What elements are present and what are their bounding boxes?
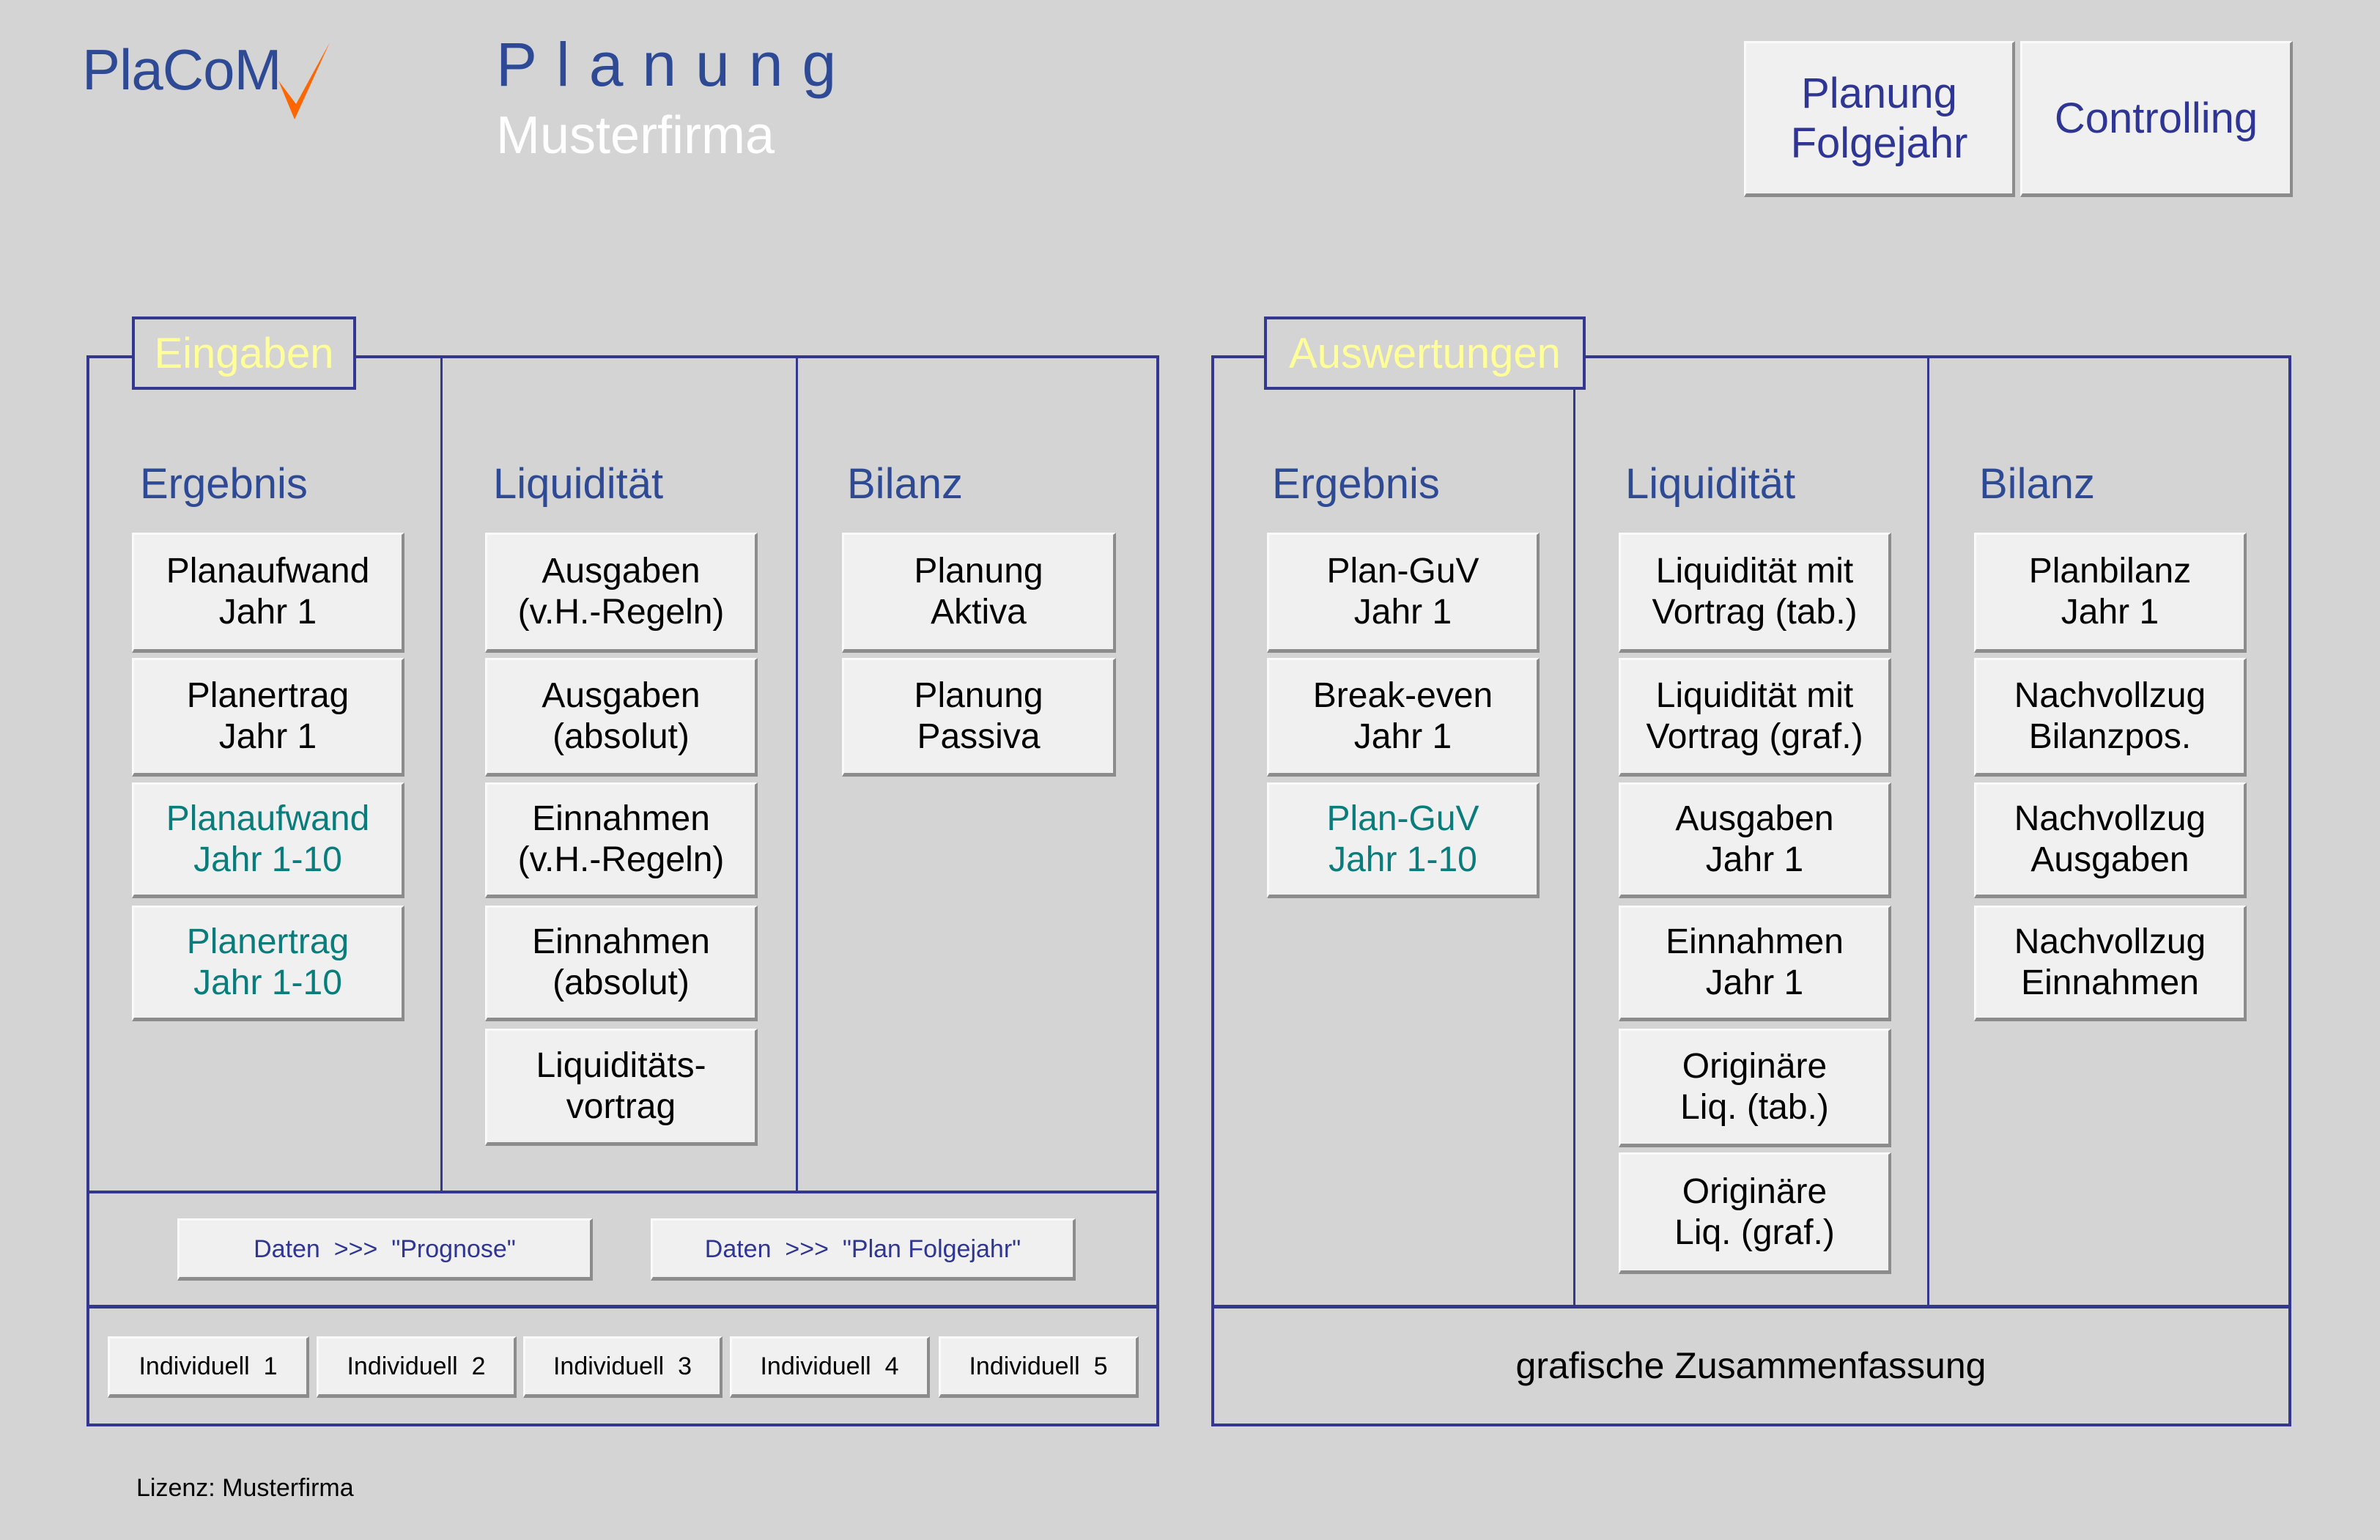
planaufwand-jahr1-button[interactable]: Planaufwand Jahr 1	[132, 533, 404, 653]
nachvollzug-bilanzpos-button[interactable]: Nachvollzug Bilanzpos.	[1974, 658, 2247, 777]
einnahmen-jahr1-button[interactable]: Einnahmen Jahr 1	[1619, 906, 1891, 1021]
company-name: Musterfirma	[496, 106, 775, 165]
controlling-button[interactable]: Controlling	[2020, 41, 2293, 197]
column-divider	[796, 355, 798, 1192]
row-divider	[1211, 1305, 2291, 1308]
liquiditaetsvortrag-button[interactable]: Liquiditäts- vortrag	[485, 1029, 758, 1146]
individuell-2-button[interactable]: Individuell 2	[317, 1336, 517, 1398]
individuell-5-button[interactable]: Individuell 5	[939, 1336, 1139, 1398]
row-divider	[86, 1191, 1159, 1193]
daten-plan-folgejahr-button[interactable]: Daten >>> "Plan Folgejahr"	[651, 1218, 1076, 1281]
originaere-liq-tab-button[interactable]: Originäre Liq. (tab.)	[1619, 1029, 1891, 1147]
frame-bottom	[1211, 1424, 2291, 1426]
eingaben-heading-liquiditaet: Liquidität	[493, 460, 664, 508]
einnahmen-absolut-button[interactable]: Einnahmen (absolut)	[485, 906, 758, 1021]
eingaben-heading-ergebnis: Ergebnis	[140, 460, 308, 508]
originaere-liq-graf-button[interactable]: Originäre Liq. (graf.)	[1619, 1152, 1891, 1274]
ausgaben-jahr1-button[interactable]: Ausgaben Jahr 1	[1619, 782, 1891, 898]
eingaben-label: Eingaben	[132, 316, 356, 390]
nachvollzug-ausgaben-button[interactable]: Nachvollzug Ausgaben	[1974, 782, 2247, 898]
liquiditaet-vortrag-graf-button[interactable]: Liquidität mit Vortrag (graf.)	[1619, 658, 1891, 777]
ausgaben-vh-regeln-button[interactable]: Ausgaben (v.H.-Regeln)	[485, 533, 758, 653]
frame-left	[1211, 355, 1214, 1426]
frame-top	[86, 355, 1159, 358]
frame-right	[1156, 355, 1159, 1426]
planung-folgejahr-button[interactable]: Planung Folgejahr	[1744, 41, 2015, 197]
checkmark-icon	[278, 42, 330, 119]
eingaben-heading-bilanz: Bilanz	[847, 460, 963, 508]
placom-logo: PlaCoM	[82, 37, 281, 102]
planaufwand-jahr1-10-button[interactable]: Planaufwand Jahr 1-10	[132, 782, 404, 898]
license-text: Lizenz: Musterfirma	[136, 1474, 354, 1502]
auswertungen-heading-bilanz: Bilanz	[1979, 460, 2095, 508]
planertrag-jahr1-button[interactable]: Planertrag Jahr 1	[132, 658, 404, 777]
auswertungen-heading-ergebnis: Ergebnis	[1272, 460, 1440, 508]
planung-passiva-button[interactable]: Planung Passiva	[842, 658, 1116, 777]
frame-top	[1211, 355, 2291, 358]
individuell-1-button[interactable]: Individuell 1	[108, 1336, 309, 1398]
frame-left	[86, 355, 89, 1426]
planung-aktiva-button[interactable]: Planung Aktiva	[842, 533, 1116, 653]
frame-bottom	[86, 1424, 1159, 1426]
auswertungen-heading-liquiditaet: Liquidität	[1625, 460, 1796, 508]
liquiditaet-vortrag-tab-button[interactable]: Liquidität mit Vortrag (tab.)	[1619, 533, 1891, 653]
ausgaben-absolut-button[interactable]: Ausgaben (absolut)	[485, 658, 758, 777]
individuell-3-button[interactable]: Individuell 3	[523, 1336, 722, 1398]
auswertungen-label: Auswertungen	[1264, 316, 1586, 390]
row-divider	[86, 1305, 1159, 1308]
planbilanz-jahr1-button[interactable]: Planbilanz Jahr 1	[1974, 533, 2247, 653]
planertrag-jahr1-10-button[interactable]: Planertrag Jahr 1-10	[132, 906, 404, 1021]
daten-prognose-button[interactable]: Daten >>> "Prognose"	[177, 1218, 593, 1281]
grafische-zusammenfassung-button[interactable]: grafische Zusammenfassung	[1515, 1345, 1987, 1386]
page-title: Planung	[496, 30, 856, 99]
plan-guv-jahr1-10-button[interactable]: Plan-GuV Jahr 1-10	[1267, 782, 1540, 898]
column-divider	[1573, 355, 1575, 1306]
einnahmen-vh-regeln-button[interactable]: Einnahmen (v.H.-Regeln)	[485, 782, 758, 898]
column-divider	[440, 355, 443, 1192]
frame-right	[2288, 355, 2291, 1426]
plan-guv-jahr1-button[interactable]: Plan-GuV Jahr 1	[1267, 533, 1540, 653]
break-even-jahr1-button[interactable]: Break-even Jahr 1	[1267, 658, 1540, 777]
individuell-4-button[interactable]: Individuell 4	[730, 1336, 930, 1398]
nachvollzug-einnahmen-button[interactable]: Nachvollzug Einnahmen	[1974, 906, 2247, 1021]
column-divider	[1927, 355, 1929, 1306]
